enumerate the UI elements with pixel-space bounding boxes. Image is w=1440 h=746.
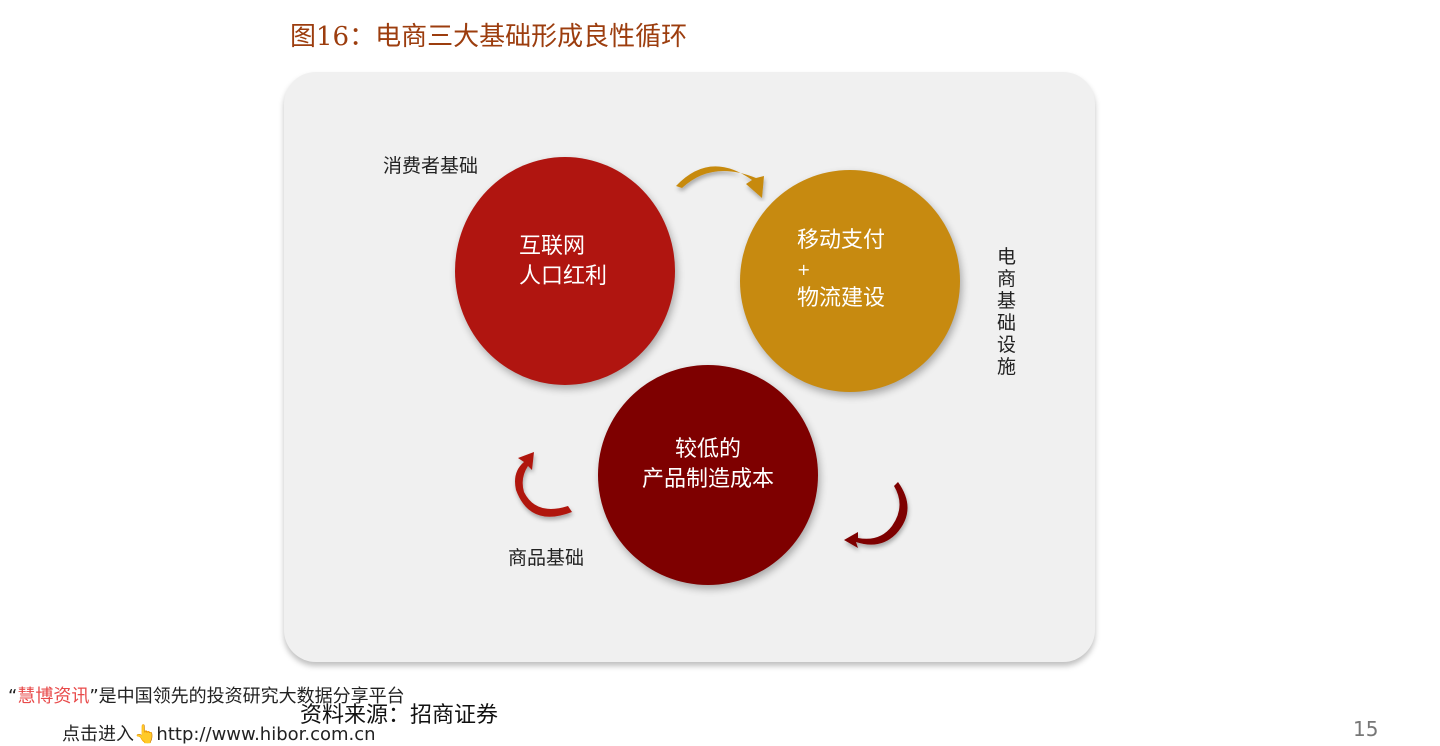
source-note: 资料来源：招商证券 bbox=[300, 703, 499, 728]
enter-text: 点击进入 bbox=[62, 724, 134, 745]
label-consumer: 消费者基础 bbox=[383, 155, 479, 177]
circle-line: 移动支付 bbox=[797, 228, 886, 253]
watermark-brand: 慧博资讯 bbox=[17, 686, 90, 707]
circle-line: 物流建设 bbox=[797, 286, 886, 311]
label-goods: 商品基础 bbox=[508, 547, 585, 569]
watermark-tagline: “慧博资讯”是中国领先的投资研究大数据分享平台 bbox=[8, 682, 405, 708]
arrow-left-icon bbox=[515, 452, 572, 517]
circle-payment-logistics: 移动支付 + 物流建设 bbox=[740, 170, 960, 392]
circle-line: 较低的 bbox=[674, 437, 741, 462]
figure-title: 图16：电商三大基础形成良性循环 bbox=[290, 22, 688, 52]
circle-line: 互联网 bbox=[519, 234, 586, 259]
watermark-link[interactable]: 点击进入👆http://www.hibor.com.cn bbox=[62, 720, 376, 746]
quote: “ bbox=[8, 686, 18, 707]
arrow-right-icon bbox=[844, 482, 908, 548]
watermark-url[interactable]: http://www.hibor.com.cn bbox=[156, 724, 376, 745]
circle-line: + bbox=[797, 260, 811, 279]
circle-internet-population: 互联网 人口红利 bbox=[455, 157, 675, 385]
tagline-text: 是中国领先的投资研究大数据分享平台 bbox=[98, 686, 405, 707]
label-infrastructure: 电商基础设施 bbox=[997, 246, 1017, 378]
circle-manufacturing-cost: 较低的 产品制造成本 bbox=[598, 365, 818, 585]
arrow-top-icon bbox=[676, 166, 764, 198]
circle-line: 产品制造成本 bbox=[641, 467, 774, 492]
circle-line: 人口红利 bbox=[519, 264, 608, 289]
quote: ” bbox=[89, 686, 99, 707]
pointing-hand-icon: 👆 bbox=[134, 724, 157, 745]
page-number: 15 bbox=[1353, 717, 1379, 741]
